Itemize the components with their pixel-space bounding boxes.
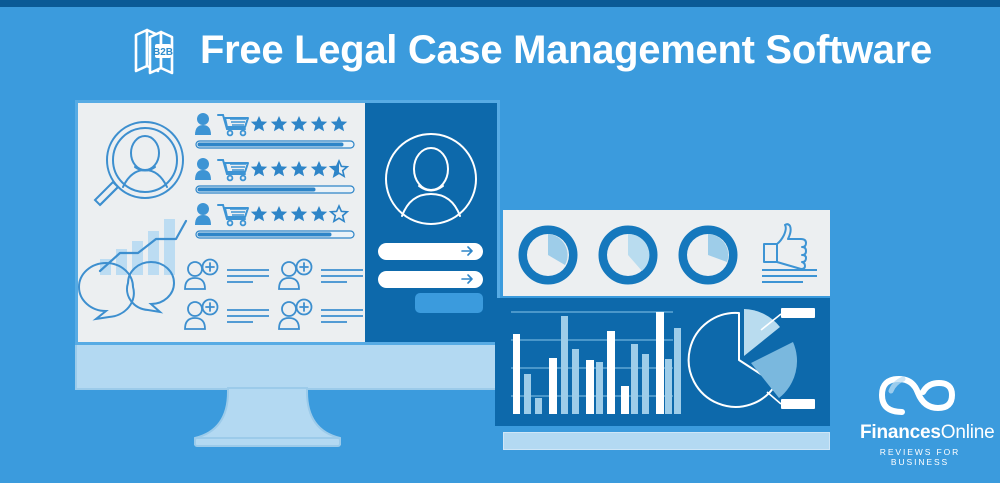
arrow-right-icon xyxy=(461,246,473,256)
review-row xyxy=(195,113,355,149)
page-title: Free Legal Case Management Software xyxy=(200,28,932,72)
review-rows xyxy=(195,113,355,239)
monitor-stand xyxy=(194,387,341,447)
arrow-right-icon xyxy=(461,274,473,284)
user-avatar-icon xyxy=(385,133,477,225)
login-panel xyxy=(365,103,497,342)
brand-name-light: Online xyxy=(940,422,995,443)
brand-name-bold: Finances xyxy=(860,422,941,443)
pie-callout-top xyxy=(781,308,815,318)
dashboard-left-panel xyxy=(78,103,365,342)
dashboard-tablet xyxy=(495,210,835,460)
brand-tagline: REVIEWS FOR BUSINESS xyxy=(879,447,961,467)
list-item xyxy=(278,258,364,290)
list-item xyxy=(278,298,364,330)
password-field[interactable] xyxy=(378,271,483,288)
donut-chart-3 xyxy=(678,225,738,285)
pie-slice-2 xyxy=(751,342,798,398)
monitor-screen xyxy=(75,100,500,345)
top-accent-strip xyxy=(0,0,1000,7)
trend-line-icon xyxy=(98,219,188,273)
username-field[interactable] xyxy=(378,243,483,260)
list-item xyxy=(184,298,270,330)
desktop-monitor xyxy=(75,100,500,390)
contact-card-grid xyxy=(184,258,364,330)
dashboard-body xyxy=(495,298,830,426)
pie-callout-bottom xyxy=(781,399,815,409)
monitor-bezel xyxy=(75,345,500,390)
review-row xyxy=(195,158,355,194)
dashboard-bar-chart xyxy=(511,311,681,414)
speech-bubbles-icon xyxy=(78,261,175,321)
trend-bar-chart xyxy=(98,219,188,275)
pie-slice-1 xyxy=(744,309,780,356)
login-submit-button[interactable] xyxy=(415,293,483,313)
finances-online-logo: FinancesOnline REVIEWS FOR BUSINESS xyxy=(860,368,995,467)
review-row xyxy=(195,203,355,239)
header: B2B Free Legal Case Management Software xyxy=(128,22,932,78)
dashboard-top-panel xyxy=(503,210,830,296)
dashboard-pie-chart xyxy=(687,308,815,409)
finances-online-infinity-icon xyxy=(878,375,956,415)
dashboard-base xyxy=(503,432,830,450)
list-item xyxy=(184,258,270,290)
donut-chart-1 xyxy=(518,225,578,285)
b2b-books-icon: B2B xyxy=(128,22,184,78)
magnifier-person-icon xyxy=(93,121,184,207)
thumbs-up-icon xyxy=(762,223,817,283)
b2b-logo-text: B2B xyxy=(153,47,173,58)
brand-name: FinancesOnline xyxy=(860,422,995,444)
donut-chart-2 xyxy=(598,225,658,285)
